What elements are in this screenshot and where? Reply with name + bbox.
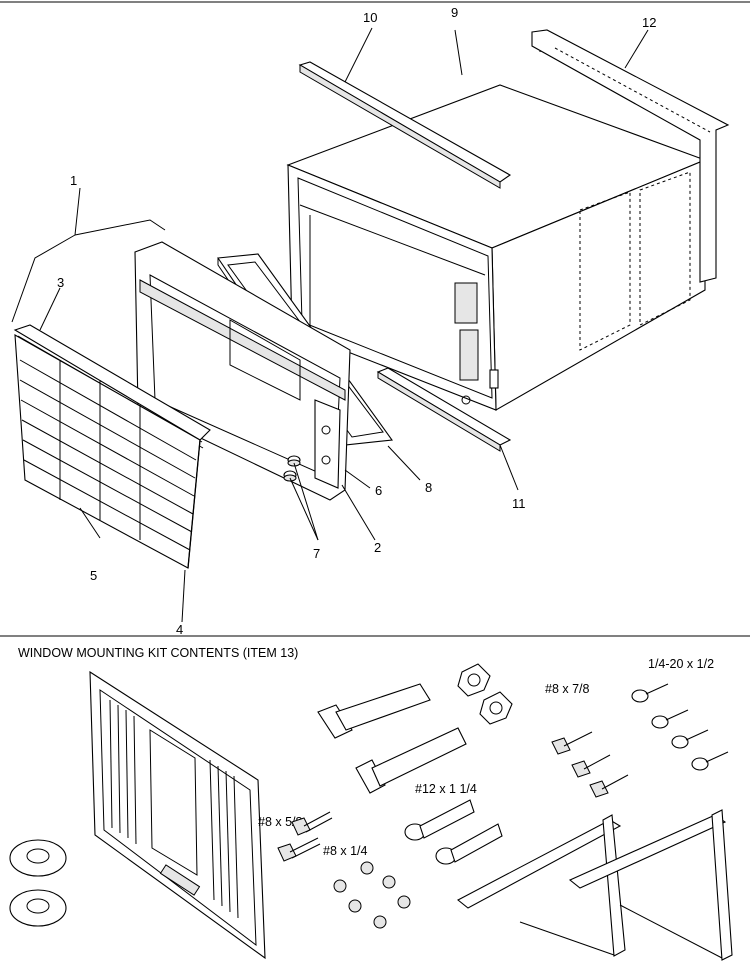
label-screw-8x14: #8 x 1/4	[323, 844, 368, 858]
callout-1: 1	[70, 173, 77, 188]
callout-6: 6	[375, 483, 382, 498]
callout-7: 7	[313, 546, 320, 561]
screws-8x58	[277, 811, 333, 862]
callout-9: 9	[451, 5, 458, 20]
callout-4: 4	[176, 622, 183, 637]
screws-8x14	[333, 861, 411, 929]
bolts-large	[317, 683, 467, 794]
cabinet-part-9	[286, 84, 707, 411]
label-screw-8x78: #8 x 7/8	[545, 682, 590, 696]
kit-title: WINDOW MOUNTING KIT CONTENTS (ITEM 13)	[18, 646, 298, 660]
edge-part-4	[187, 439, 201, 569]
front-frame-part-6	[134, 241, 351, 501]
screws-12x114	[404, 799, 503, 865]
foam-pads	[9, 839, 67, 927]
label-screw-12x114: #12 x 1 1/4	[415, 782, 477, 796]
screws-8x78	[551, 731, 629, 798]
rail-part-11	[376, 367, 512, 452]
gasket-part-12	[531, 29, 730, 283]
callout-12: 12	[642, 15, 656, 30]
label-screw-8x58: #8 x 5/8	[258, 815, 303, 829]
callout-8: 8	[425, 480, 432, 495]
hex-nuts	[457, 663, 513, 725]
callout-11: 11	[512, 496, 526, 511]
leader-lines	[11, 27, 649, 623]
support-brackets	[457, 809, 733, 961]
mounting-panel	[89, 670, 266, 960]
callout-2: 2	[374, 540, 381, 555]
callout-3: 3	[57, 275, 64, 290]
callout-5: 5	[90, 568, 97, 583]
callout-10: 10	[363, 10, 377, 25]
rail-part-10	[298, 61, 512, 189]
label-screw-1420x12: 1/4-20 x 1/2	[648, 657, 714, 671]
screws-1420x12	[631, 683, 729, 771]
